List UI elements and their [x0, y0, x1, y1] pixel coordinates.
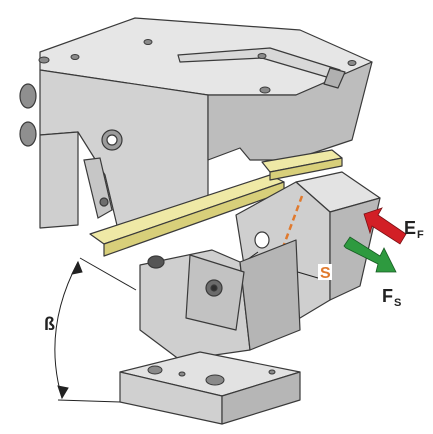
screw-hole-icon — [178, 371, 186, 377]
screw-hole-icon — [268, 369, 276, 375]
side-boss-icon — [19, 83, 37, 109]
base-holes — [147, 365, 276, 386]
angle-ref-line-upper — [79, 257, 137, 291]
base-foot-side — [221, 371, 301, 425]
retainer-plate — [147, 254, 245, 331]
angle-label: ß — [44, 314, 55, 334]
housing-left-block — [39, 131, 79, 229]
screw-hole-icon — [70, 54, 80, 60]
housing-holes — [38, 39, 357, 94]
stroke-label-box — [318, 264, 332, 280]
force-out-label-sub: S — [394, 297, 401, 309]
slider-hole-icon — [254, 231, 270, 249]
force-in-label: E — [404, 218, 416, 238]
screw-hole-icon — [38, 56, 50, 64]
clip-screw-icon — [99, 197, 109, 207]
side-boss-hole-icon — [106, 134, 118, 146]
stroke-label: S — [320, 265, 331, 282]
guide-plate-upper-side — [269, 157, 343, 181]
guide-plates — [89, 149, 343, 257]
top-rail-end — [323, 67, 346, 89]
arrow-out-icon — [343, 236, 397, 273]
arrow-in-icon — [363, 207, 407, 245]
screw-hole-icon — [257, 53, 267, 59]
screw-hole-icon — [143, 39, 153, 45]
side-bosses — [19, 83, 123, 151]
base-column-side — [239, 239, 301, 351]
retainer-pin-icon — [147, 255, 165, 269]
screw-hole-icon — [205, 374, 225, 386]
cam-driver-housing — [39, 17, 373, 239]
angle-arc — [54, 261, 79, 399]
screw-hole-icon — [147, 365, 163, 375]
left-clip — [83, 157, 113, 219]
side-boss-icon — [19, 121, 37, 147]
angle-arrowhead-bottom — [57, 385, 69, 400]
angle-dimension — [54, 257, 137, 403]
force-arrow-out — [343, 236, 397, 273]
screw-hole-icon — [259, 86, 271, 94]
retainer-screw-center-icon — [210, 284, 218, 292]
force-in-label-sub: F — [417, 229, 424, 241]
force-out-label: F — [382, 286, 393, 306]
angle-ref-line-lower — [57, 399, 121, 403]
angle-arrowhead-top — [71, 260, 83, 275]
force-arrow-in — [363, 207, 407, 245]
screw-hole-icon — [347, 60, 357, 66]
